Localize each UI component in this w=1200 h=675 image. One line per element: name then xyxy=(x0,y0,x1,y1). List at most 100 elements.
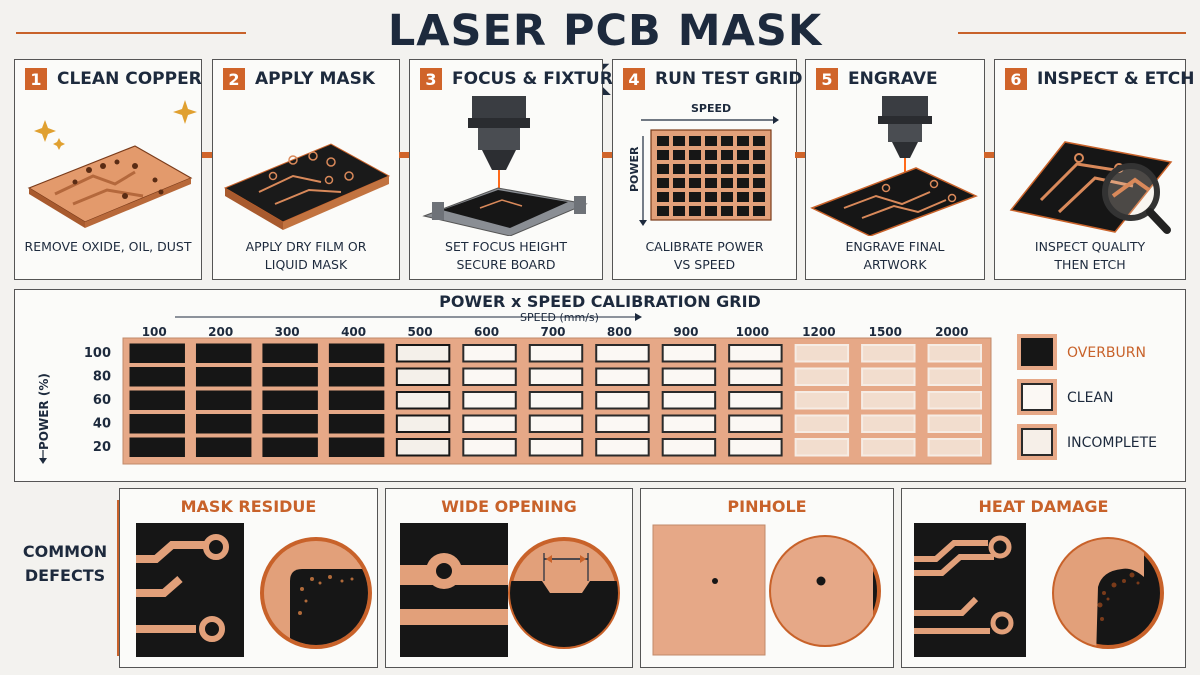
step-number: 1 xyxy=(25,68,47,90)
mini-grid-cell xyxy=(673,150,685,160)
power-tick-label: 40 xyxy=(93,417,111,432)
heat-damage-illustration xyxy=(914,523,1164,657)
mini-grid-cell xyxy=(721,192,733,202)
calibration-cell-overburn xyxy=(328,437,385,457)
step-title: INSPECT & ETCH xyxy=(1037,69,1195,89)
legend-label-clean: CLEAN xyxy=(1067,390,1113,406)
calibration-cell-incomplete xyxy=(861,438,916,457)
calibration-cell-clean xyxy=(595,414,650,433)
step-header: 3 FOCUS & FIXTURE xyxy=(420,68,624,90)
speed-tick-label: 1500 xyxy=(869,325,902,339)
legend-swatch-overburn xyxy=(1021,338,1053,366)
defect-title: MASK RESIDUE xyxy=(180,497,317,516)
wide-opening-illustration xyxy=(400,523,620,657)
defect-pinhole: PINHOLE xyxy=(640,488,894,668)
mini-grid-cell xyxy=(737,150,749,160)
mini-grid-cell xyxy=(705,178,717,188)
calibration-cell-clean xyxy=(528,391,584,410)
speed-tick-label: 500 xyxy=(408,325,433,339)
calibration-cell-overburn xyxy=(328,390,385,410)
calibration-cell-clean xyxy=(728,391,783,410)
step-clean-copper: 1 CLEAN COPPER REMOVE OXIDE, OIL, DUST xyxy=(14,59,202,280)
step-focus-fixture: 3 FOCUS & FIXTURE SET FOCUS HEIGHT SECUR… xyxy=(409,59,624,280)
calibration-cell-incomplete xyxy=(861,391,916,410)
calibration-cell-overburn xyxy=(328,414,385,434)
calibration-cell-clean xyxy=(661,391,717,410)
mini-grid-cell xyxy=(673,178,685,188)
calibration-cell-clean xyxy=(462,414,517,433)
mini-grid-cell xyxy=(657,164,669,174)
calibration-cell-clean xyxy=(728,367,783,386)
power-tick-label: 20 xyxy=(93,440,111,455)
calibration-cell-overburn xyxy=(129,390,185,410)
mini-grid-cell xyxy=(705,164,717,174)
calibration-cell-overburn xyxy=(328,367,385,387)
mini-grid-cell xyxy=(657,136,669,146)
common-defects-label: COMMON DEFECTS xyxy=(14,488,119,668)
calibration-cell-clean xyxy=(728,438,783,457)
step-header: 5 ENGRAVE xyxy=(816,68,938,90)
mini-grid-cell xyxy=(657,178,669,188)
calibration-cell-clean xyxy=(661,367,717,386)
power-tick-label: 60 xyxy=(93,393,111,408)
calibration-cell-clean xyxy=(595,367,650,386)
engrave-board-icon xyxy=(810,96,978,236)
calibration-cell-clean xyxy=(595,344,650,363)
step-number: 5 xyxy=(816,68,838,90)
mini-grid-cell xyxy=(673,136,685,146)
mini-grid-cell xyxy=(721,206,733,216)
calibration-cell-incomplete xyxy=(861,414,916,433)
step-number: 6 xyxy=(1005,68,1027,90)
mini-grid-cell xyxy=(753,136,765,146)
title-rule-left xyxy=(16,32,246,34)
step-title: ENGRAVE xyxy=(848,69,938,89)
calibration-cell-incomplete xyxy=(861,344,916,363)
calibration-cell-incomplete xyxy=(794,414,850,433)
mini-grid xyxy=(657,136,765,216)
step-description: SET FOCUS HEIGHT SECURE BOARD xyxy=(445,239,567,272)
calibration-cell-overburn xyxy=(195,367,252,387)
common-defects-divider xyxy=(117,500,119,656)
test-grid-icon: SPEED POWER xyxy=(628,102,779,226)
step-description: REMOVE OXIDE, OIL, DUST xyxy=(24,239,192,254)
calibration-cell-overburn xyxy=(195,414,252,434)
speed-tick-label: 800 xyxy=(607,325,632,339)
speed-tick-label: 400 xyxy=(341,325,366,339)
masked-board-icon xyxy=(223,143,391,230)
step-apply-mask: 2 APPLY MASK APPLY DRY FILM OR LIQUID MA… xyxy=(212,59,400,280)
common-defects-text: COMMON DEFECTS xyxy=(22,542,108,585)
calibration-cell-overburn xyxy=(129,437,185,457)
calibration-cell-clean xyxy=(462,391,517,410)
mini-grid-cell xyxy=(673,192,685,202)
step-description: CALIBRATE POWER VS SPEED xyxy=(645,239,764,272)
calibration-cell-partial xyxy=(395,367,451,386)
mask-residue-illustration xyxy=(136,523,372,657)
calibration-cell-incomplete xyxy=(927,344,982,363)
mini-grid-cell xyxy=(657,206,669,216)
legend-label-overburn: OVERBURN xyxy=(1067,345,1146,361)
step-number: 3 xyxy=(420,68,442,90)
power-axis-label: POWER xyxy=(628,146,641,192)
step-title: APPLY MASK xyxy=(255,69,375,89)
power-tick-label: 100 xyxy=(84,346,111,361)
mini-grid-cell xyxy=(721,164,733,174)
mini-grid-cell xyxy=(721,178,733,188)
calibration-cell-clean xyxy=(595,438,650,457)
mini-grid-cell xyxy=(657,150,669,160)
legend-label-incomplete: INCOMPLETE xyxy=(1067,435,1157,451)
speed-tick-label: 100 xyxy=(142,325,167,339)
mini-grid-cell xyxy=(737,178,749,188)
speed-axis-label: SPEED xyxy=(691,102,731,115)
calibration-cell-overburn xyxy=(262,343,318,363)
defect-wide-opening: WIDE OPENING xyxy=(385,488,633,668)
mini-grid-cell xyxy=(705,136,717,146)
copper-board-icon xyxy=(27,100,197,228)
speed-tick-label: 1000 xyxy=(736,325,769,339)
mini-grid-cell xyxy=(753,178,765,188)
mini-grid-cell xyxy=(753,164,765,174)
legend-swatch-incomplete xyxy=(1021,428,1053,456)
calibration-cell-incomplete xyxy=(794,367,850,386)
calibration-cell-clean xyxy=(462,438,517,457)
calibration-cell-overburn xyxy=(195,437,252,457)
magnifier-icon xyxy=(1102,163,1160,221)
